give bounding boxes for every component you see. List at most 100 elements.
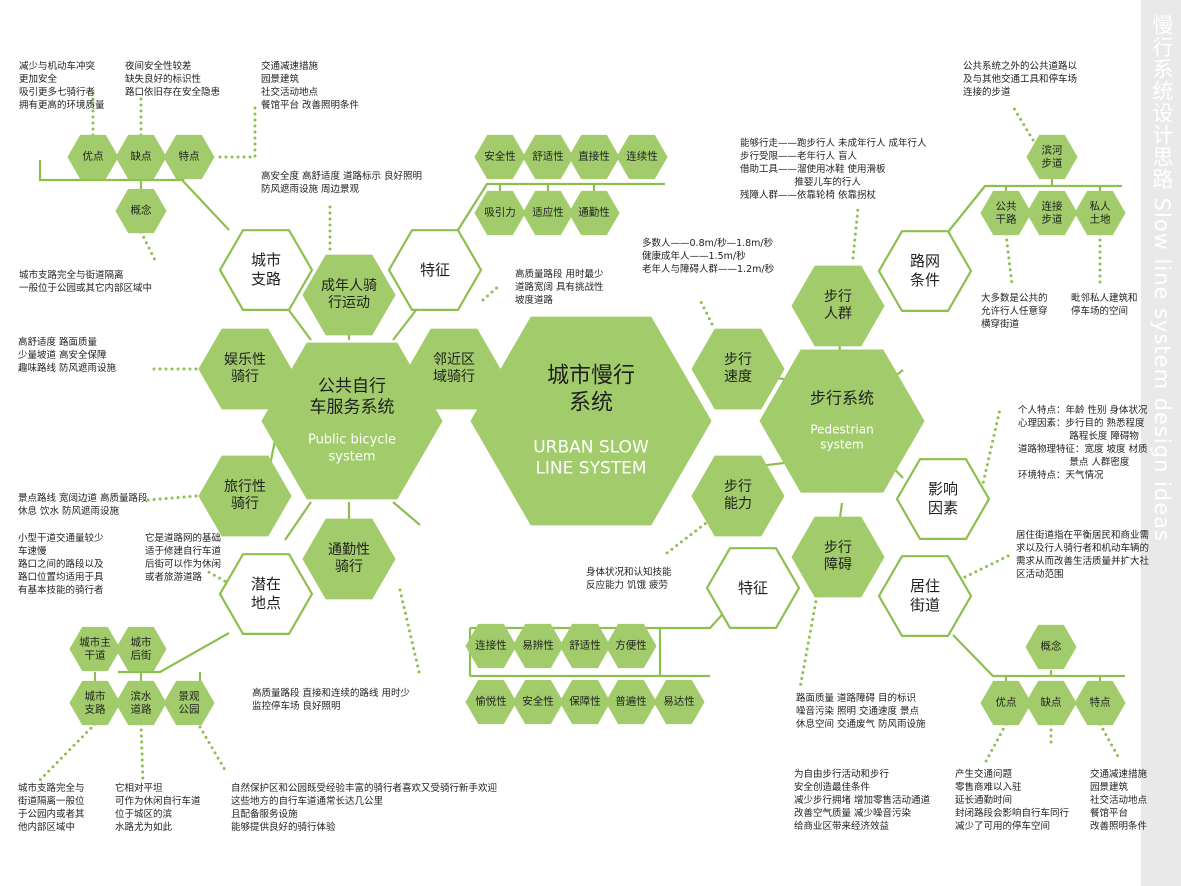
note-leisure: 高舒适度 路面质量 少量坡道 高安全保障 趣味路线 防风遮雨设施 [18, 337, 117, 374]
hex-riverside-label: 滨河 步道 [1041, 143, 1063, 169]
hex-connect_walk-label: 连接 步道 [1041, 199, 1063, 225]
hex-b_concept-label: 概念 [130, 204, 152, 217]
hex-branch_road: 城市 支路 [68, 679, 122, 727]
hex-continuity: 连续性 [615, 133, 669, 181]
note-adult: 高安全度 高舒适度 道路标示 良好照明 防风遮雨设施 周边景观 [261, 171, 423, 195]
hex-b_adv-shape [67, 134, 119, 180]
title-sidebar [1141, 0, 1181, 886]
hex-universal-label: 普遍性 [615, 695, 647, 708]
hex-walk_ability: 步行 能力 [690, 454, 786, 538]
hex-directness: 直接性 [567, 133, 621, 181]
hex-b_adv: 优点 [66, 133, 120, 181]
note-commute: 高质量路段 直接和连续的路线 用时少 监控停车场 良好照明 [252, 688, 411, 712]
hex-w_continuity-label: 连接性 [475, 639, 507, 652]
hex-feature_w-label: 特征 [737, 578, 768, 597]
hex-pleasant-shape [465, 679, 517, 725]
note-feat-b: 交通减速措施 园景建筑 社交活动地点 餐馆平台 改善照明条件 [261, 61, 360, 111]
dotted-leader [1098, 722, 1122, 762]
hex-walk_speed-shape [691, 328, 785, 410]
vertical-title: 慢行系统设计思路 Slow line system design ideas [1150, 14, 1174, 542]
hex-waterway-label: 滨水 道路 [130, 689, 152, 715]
hex-leisure-label: 娱乐性 骑行 [224, 351, 266, 386]
note-feat-r: 交通减速措施 园景建筑 社交活动地点 餐馆平台 改善照明条件 [1090, 769, 1148, 832]
hex-branch_road-label: 城市 支路 [84, 689, 106, 715]
hex-universal: 普遍性 [604, 678, 658, 726]
hex-r_dis-shape [1025, 680, 1077, 726]
note-ability: 身体状况和认知技能 反应能力 饥饿 疲劳 [586, 567, 672, 591]
dotted-leader [481, 283, 502, 302]
hex-walk_barrier-label: 步行 障碍 [824, 539, 852, 574]
hex-influence: 影响 因素 [895, 457, 991, 541]
hex-safety: 安全性 [473, 133, 527, 181]
hex-road_net: 路网 条件 [877, 229, 973, 313]
hex-park: 景观 公园 [162, 679, 216, 727]
connector-line [118, 632, 230, 674]
dotted-leader [1010, 103, 1035, 142]
connector-line [947, 184, 1122, 233]
hex-safety-shape [474, 134, 526, 180]
hex-park-label: 景观 公园 [178, 689, 200, 715]
hex-walk_speed: 步行 速度 [690, 327, 786, 411]
hex-universal-shape [605, 679, 657, 725]
hex-feature_b-shape [387, 229, 483, 311]
hex-adult-shape [302, 254, 396, 336]
hex-comfort-label: 舒适性 [532, 150, 564, 163]
note-park: 自然保护区和公园既受经验丰富的骑行者喜欢又受骑行新手欢迎 这些地方的自行车道通常… [231, 783, 498, 833]
hex-commuting-shape [568, 190, 620, 236]
hex-connect_walk: 连接 步道 [1025, 189, 1079, 237]
note-travel: 景点路线 宽阔边道 高质量路段 休息 饮水 防风遮雨设施 [18, 493, 148, 517]
hex-r_feat-label: 特点 [1089, 696, 1111, 709]
hex-private_land-shape [1074, 190, 1126, 236]
hex-guarantee-shape [559, 679, 611, 725]
note-crowd: 能够行走——跑步行人 未成年行人 成年行人 步行受限——老年行人 盲人 借助工具… [740, 138, 927, 201]
hex-attraction: 吸引力 [473, 189, 527, 237]
hex-walk_crowd-shape [791, 265, 885, 347]
hex-feature_w: 特征 [705, 546, 801, 630]
hex-safety-label: 安全性 [484, 150, 516, 163]
hex-continuity-shape [616, 134, 668, 180]
dotted-leader [1004, 232, 1014, 287]
dotted-leader [798, 588, 820, 690]
hex-main_road-shape [69, 626, 121, 672]
hex-urban_branch: 城市 支路 [218, 228, 314, 312]
hex-residential-label: 居住 街道 [909, 577, 940, 614]
hex-walk-shape [759, 349, 925, 493]
hex-adapt: 适应性 [521, 189, 575, 237]
hex-travel-label: 旅行性 骑行 [224, 478, 266, 513]
note-barrier: 路面质量 道路障碍 目的标识 噪音污染 照明 交通速度 景点 休息空间 交通废气… [796, 693, 926, 730]
note-dis-b: 夜间安全性较差 缺失良好的标识性 路口依旧存在安全隐患 [125, 61, 221, 98]
hex-bike-label: 公共自行 车服务系统 [309, 376, 395, 418]
hex-continuity-label: 连续性 [626, 150, 658, 163]
hex-road_net-shape [877, 230, 973, 312]
hex-private_land-label: 私人 土地 [1089, 199, 1111, 225]
hex-directness-shape [568, 134, 620, 180]
hex-residential: 居住 街道 [877, 554, 973, 638]
dotted-leader [146, 494, 198, 502]
note-branch-bottom: 城市支路完全与 街道隔离一般位 于公园内或者其 他内部区域中 [18, 783, 85, 833]
hex-convenience: 方便性 [604, 622, 658, 670]
hex-commuting: 通勤性 [567, 189, 621, 237]
hex-private_land: 私人 土地 [1073, 189, 1127, 237]
hex-b_dis-label: 缺点 [130, 150, 152, 163]
hex-r_feat: 特点 [1073, 679, 1127, 727]
dotted-leader [139, 230, 158, 264]
hex-main_road: 城市主 干道 [68, 625, 122, 673]
dotted-leader [198, 725, 227, 772]
hex-potential-shape [218, 553, 314, 635]
hex-walk-label: 步行系统 [809, 388, 874, 408]
hex-reach-shape [653, 679, 705, 725]
hex-r_dis-label: 缺点 [1040, 696, 1062, 709]
hex-feature_w-shape [705, 547, 801, 629]
hex-walk_crowd: 步行 人群 [790, 264, 886, 348]
dotted-leader [661, 518, 712, 558]
dotted-leader [963, 553, 1012, 579]
hex-b_adv-label: 优点 [82, 150, 104, 163]
hex-residential-shape [877, 555, 973, 637]
hex-comfort-shape [522, 134, 574, 180]
connector-line [284, 501, 312, 541]
hex-potential-label: 潜在 地点 [250, 575, 281, 612]
hex-adult: 成年人骑 行运动 [301, 253, 397, 337]
hex-walk_barrier-shape [791, 516, 885, 598]
